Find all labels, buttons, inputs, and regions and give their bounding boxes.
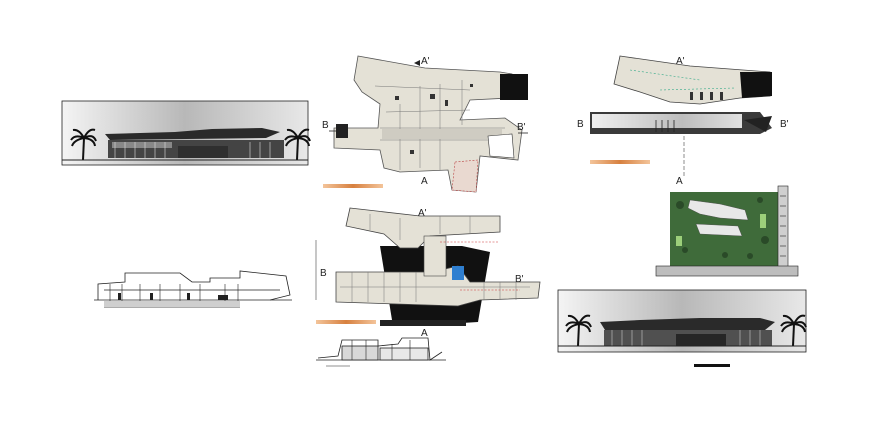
section-arrow-icon	[414, 60, 420, 66]
section-mark-b: B	[322, 120, 329, 131]
section-mark-b-prime: B'	[517, 122, 526, 133]
section-mark-a: A	[421, 328, 428, 339]
section-mark-b-prime: B'	[780, 119, 789, 130]
building-section-small	[316, 337, 446, 367]
section-mark-a: A	[676, 176, 683, 187]
building-section-left	[94, 270, 292, 308]
site-plan	[655, 185, 799, 277]
section-mark-a: A	[421, 176, 428, 187]
roof-plan-right: A' A B B'	[577, 55, 789, 187]
section-mark-b: B	[577, 119, 584, 130]
section-mark-a-prime: A'	[418, 208, 427, 219]
scale-bar	[316, 320, 376, 324]
floor-plan-upper: A' A B B'	[322, 55, 528, 193]
front-elevation-left	[61, 100, 311, 166]
scale-bar	[694, 364, 730, 367]
scale-bar	[323, 184, 383, 188]
section-mark-a-prime: A'	[676, 56, 685, 67]
scale-bar	[590, 160, 650, 164]
section-mark-b: B	[320, 268, 327, 279]
section-mark-b-prime: B'	[515, 274, 524, 285]
front-elevation-right	[557, 289, 807, 367]
floor-plan-lower: A' A B B'	[315, 207, 541, 339]
section-mark-a-prime: A'	[421, 56, 430, 67]
